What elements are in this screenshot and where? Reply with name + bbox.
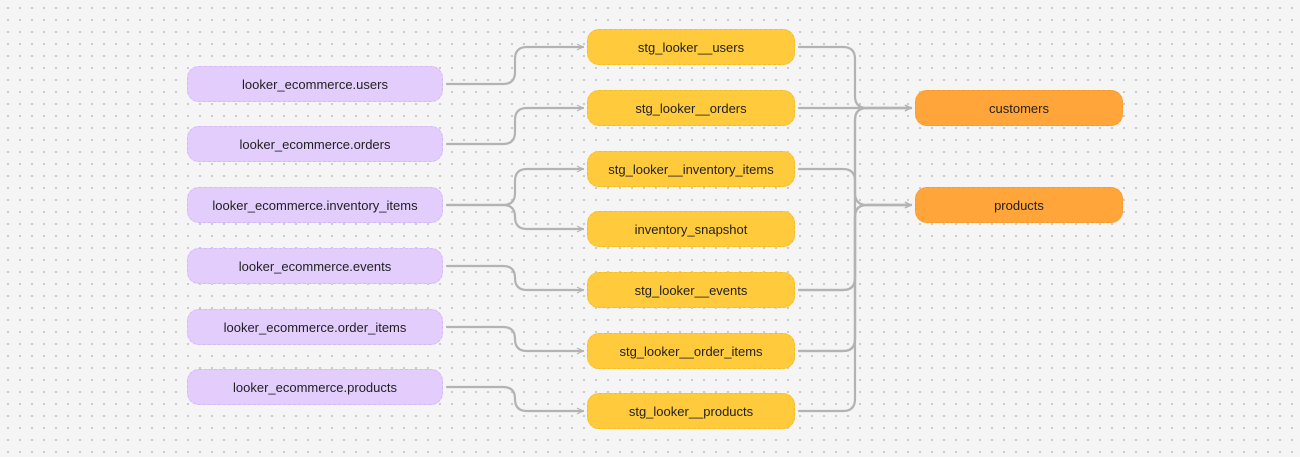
node-looker-ecommerce-products[interactable]: looker_ecommerce.products <box>187 369 443 405</box>
edge-src_inventory_items-to-inventory_snapshot <box>445 203 585 233</box>
edge-src_events-to-stg_events <box>445 264 585 294</box>
edge-src_users-to-stg_users <box>445 43 585 86</box>
node-looker-ecommerce-inventory-items[interactable]: looker_ecommerce.inventory_items <box>187 187 443 223</box>
edge-src_products-to-stg_products <box>445 385 585 415</box>
node-label: customers <box>989 100 1049 116</box>
node-stg-looker-users[interactable]: stg_looker__users <box>587 29 795 65</box>
node-label: stg_looker__order_items <box>619 343 763 359</box>
node-stg-looker-inventory-items[interactable]: stg_looker__inventory_items <box>587 151 795 187</box>
node-stg-looker-events[interactable]: stg_looker__events <box>587 272 795 308</box>
node-label: products <box>994 197 1044 213</box>
node-label: looker_ecommerce.products <box>232 379 398 395</box>
node-products[interactable]: products <box>915 187 1123 223</box>
node-label: stg_looker__products <box>628 403 754 419</box>
node-looker-ecommerce-orders[interactable]: looker_ecommerce.orders <box>187 126 443 162</box>
node-looker-ecommerce-users[interactable]: looker_ecommerce.users <box>187 66 443 102</box>
node-label: stg_looker__users <box>637 39 745 55</box>
node-label: looker_ecommerce.order_items <box>223 319 407 335</box>
edge-src_order_items-to-stg_order_items <box>445 325 585 355</box>
edge-stg_inventory_items-to-products <box>797 167 913 209</box>
node-label: stg_looker__orders <box>635 100 747 116</box>
node-label: stg_looker__inventory_items <box>608 161 774 177</box>
node-looker-ecommerce-events[interactable]: looker_ecommerce.events <box>187 248 443 284</box>
node-stg-looker-orders[interactable]: stg_looker__orders <box>587 90 795 126</box>
edge-src_inventory_items-to-stg_inventory_items <box>445 165 585 207</box>
edge-stg_users-to-customers <box>797 45 913 112</box>
node-looker-ecommerce-order-items[interactable]: looker_ecommerce.order_items <box>187 309 443 345</box>
node-label: looker_ecommerce.orders <box>239 136 391 152</box>
node-label: stg_looker__events <box>634 282 748 298</box>
node-stg-looker-products[interactable]: stg_looker__products <box>587 393 795 429</box>
node-customers[interactable]: customers <box>915 90 1123 126</box>
node-inventory-snapshot[interactable]: inventory_snapshot <box>587 211 795 247</box>
node-label: looker_ecommerce.events <box>238 258 392 274</box>
node-label: inventory_snapshot <box>634 221 748 237</box>
node-label: looker_ecommerce.users <box>242 76 388 92</box>
node-label: looker_ecommerce.inventory_items <box>212 197 418 213</box>
edge-src_orders-to-stg_orders <box>445 104 585 146</box>
node-stg-looker-order-items[interactable]: stg_looker__order_items <box>587 333 795 369</box>
edge-stg_products-to-products <box>797 201 913 413</box>
